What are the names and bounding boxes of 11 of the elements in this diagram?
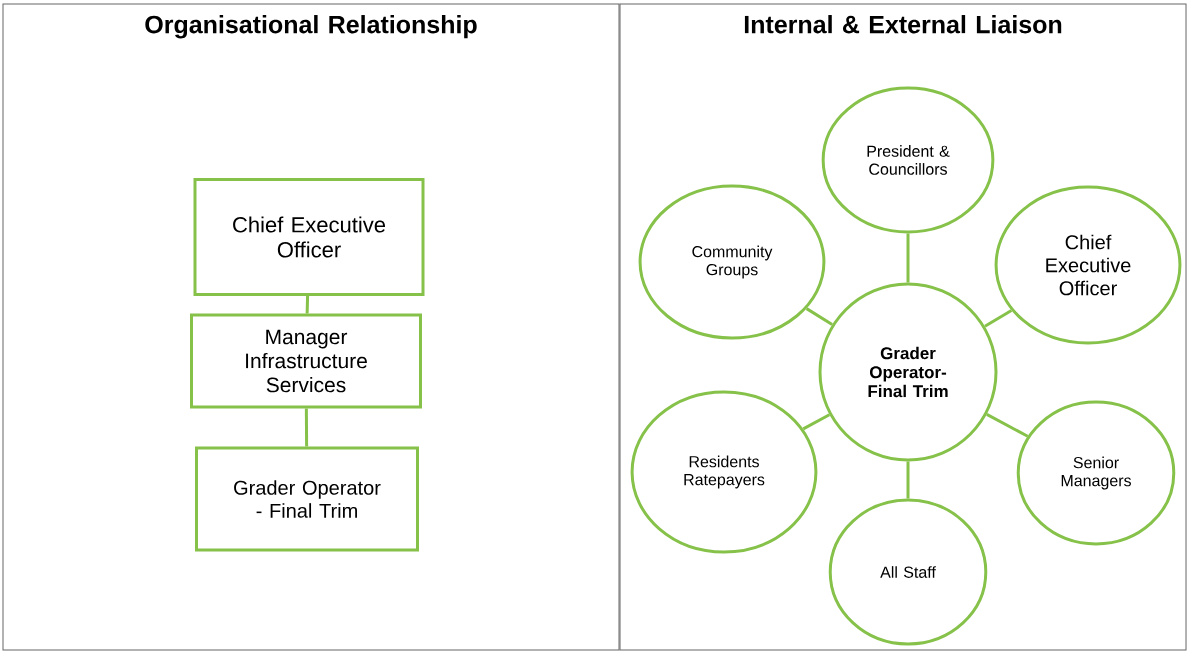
role-box: Chief Executive Officer (193, 178, 425, 296)
connector-line (984, 309, 1013, 328)
connector-line (906, 461, 910, 499)
role-box: Manager Infrastructure Services (190, 313, 422, 409)
connector-line (305, 295, 310, 314)
connector-line (802, 413, 831, 431)
connector-line (986, 413, 1029, 438)
connector-line (304, 408, 309, 447)
connector-line (906, 233, 910, 283)
role-box: Grader Operator - Final Trim (195, 446, 419, 552)
connector-line (805, 307, 833, 326)
